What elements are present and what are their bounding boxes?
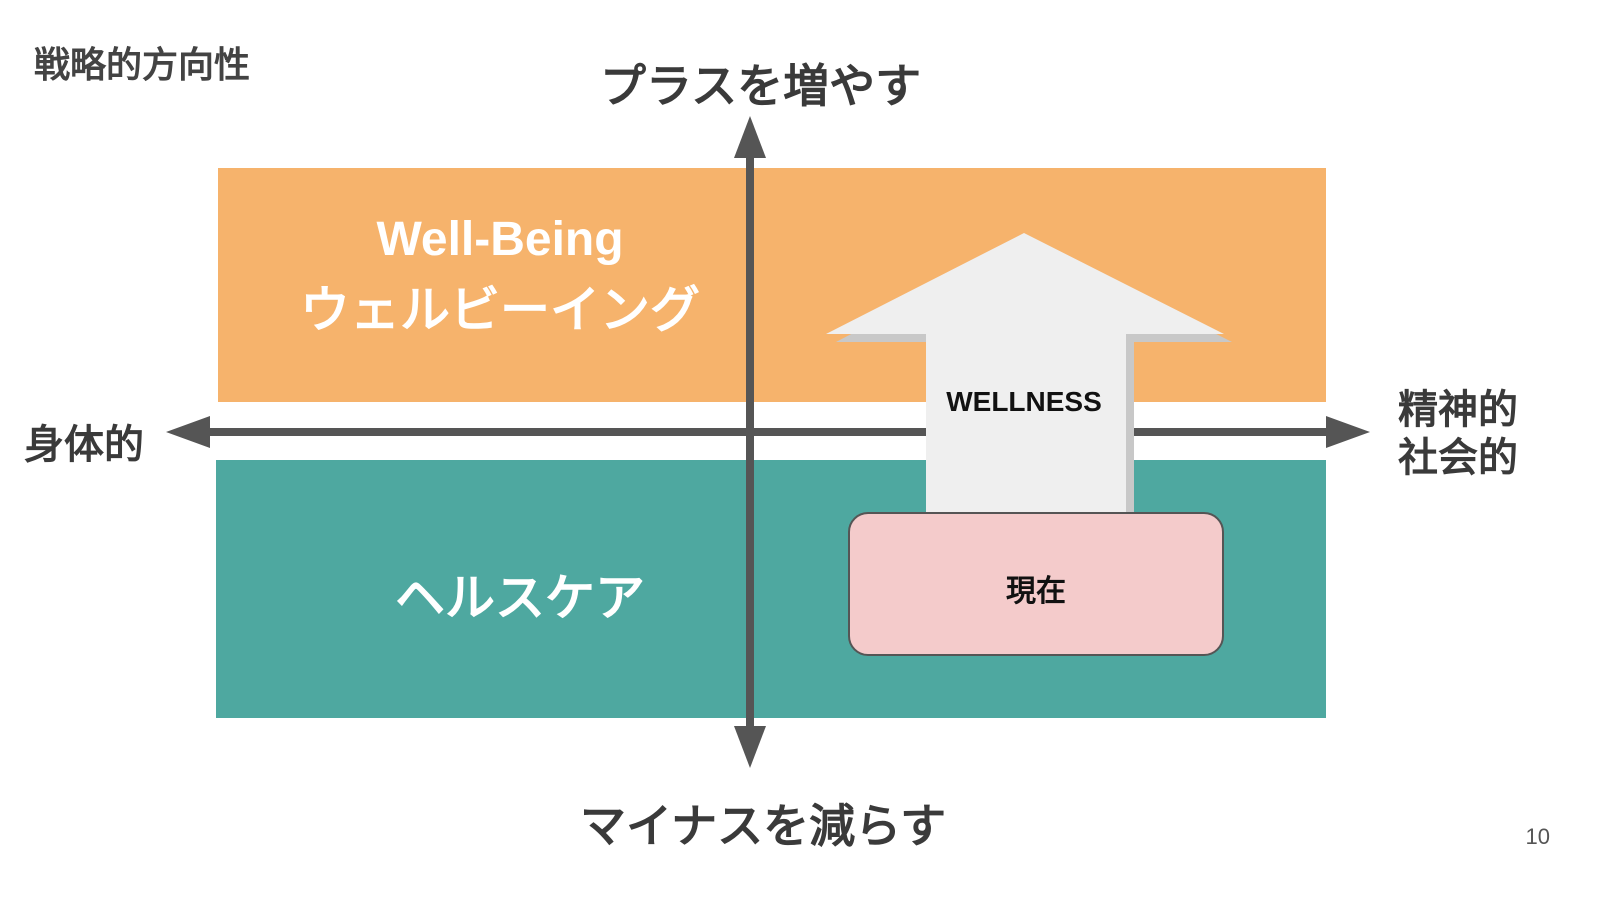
axis-right-label-line1: 精神的 — [1398, 387, 1518, 433]
wellbeing-band — [218, 168, 1326, 402]
page-number: 10 — [1525, 824, 1550, 849]
axis-right-label: 精神的 社会的 — [1398, 386, 1518, 482]
top-arrowhead — [734, 116, 766, 158]
bottom-arrowhead — [734, 726, 766, 768]
healthcare-title: ヘルスケア — [395, 569, 645, 627]
axis-top-label: プラスを増やす — [600, 59, 922, 113]
axis-bottom-label: マイナスを減らす — [580, 799, 947, 853]
right-arrowhead — [1326, 416, 1370, 448]
current-box — [848, 512, 1224, 656]
axis-right-label-line2: 社会的 — [1398, 435, 1518, 481]
current-label: 現在 — [1006, 574, 1066, 609]
wellbeing-subtitle: ウェルビーイング — [300, 281, 700, 339]
slide-title: 戦略的方向性 — [34, 45, 251, 86]
wellness-label: WELLNESS — [946, 386, 1102, 417]
wellbeing-title: Well-Being — [376, 213, 624, 266]
left-arrowhead — [166, 416, 210, 448]
axis-left-label: 身体的 — [24, 422, 144, 468]
wellness-arrow — [826, 233, 1224, 512]
